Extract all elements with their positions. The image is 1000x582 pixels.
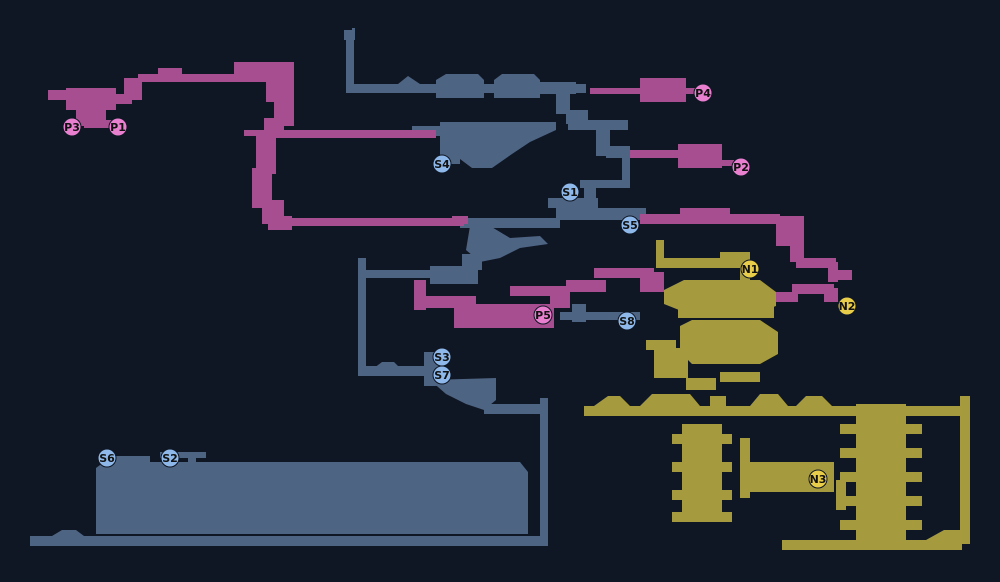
- marker-s6[interactable]: S6: [97, 448, 117, 468]
- marker-s8[interactable]: S8: [617, 311, 637, 331]
- svg-text:S4: S4: [434, 158, 450, 171]
- svg-text:N3: N3: [810, 473, 827, 486]
- marker-s2[interactable]: S2: [160, 448, 180, 468]
- marker-s3[interactable]: S3: [432, 347, 452, 367]
- slate-region: [30, 28, 646, 546]
- svg-text:S6: S6: [99, 452, 115, 465]
- svg-text:S1: S1: [562, 186, 578, 199]
- svg-text:S2: S2: [162, 452, 178, 465]
- svg-text:P4: P4: [695, 87, 711, 100]
- marker-n2[interactable]: N2: [837, 296, 857, 316]
- marker-p2[interactable]: P2: [731, 157, 751, 177]
- svg-text:N1: N1: [742, 263, 759, 276]
- marker-p4[interactable]: P4: [693, 83, 713, 103]
- svg-text:P3: P3: [64, 121, 80, 134]
- marker-s7[interactable]: S7: [432, 365, 452, 385]
- svg-text:P5: P5: [535, 309, 551, 322]
- marker-s5[interactable]: S5: [620, 215, 640, 235]
- marker-n1[interactable]: N1: [740, 259, 760, 279]
- marker-s1[interactable]: S1: [560, 182, 580, 202]
- svg-text:P1: P1: [110, 121, 126, 134]
- svg-text:S3: S3: [434, 351, 450, 364]
- svg-text:N2: N2: [839, 300, 856, 313]
- marker-p1[interactable]: P1: [108, 117, 128, 137]
- svg-text:S5: S5: [622, 219, 638, 232]
- marker-p3[interactable]: P3: [62, 117, 82, 137]
- svg-text:P2: P2: [733, 161, 749, 174]
- svg-text:S7: S7: [434, 369, 450, 382]
- svg-text:S8: S8: [619, 315, 635, 328]
- marker-s4[interactable]: S4: [432, 154, 452, 174]
- olive-region: [584, 240, 970, 550]
- markers: S1 S2 S3 S4 S5 S6 S7 S8: [62, 83, 857, 489]
- marker-n3[interactable]: N3: [808, 469, 828, 489]
- marker-p5[interactable]: P5: [533, 305, 553, 325]
